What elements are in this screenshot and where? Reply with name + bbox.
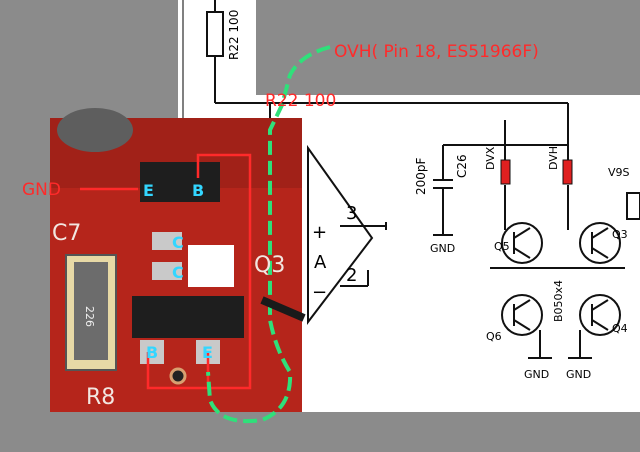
silk-q3: Q3	[254, 253, 285, 278]
q5-label: Q5	[494, 240, 510, 253]
dvx-marker	[500, 159, 511, 185]
opamp-name-label: A	[314, 252, 327, 273]
q4-label: Q4	[612, 322, 628, 335]
pad-label-c1: C	[172, 233, 184, 252]
via-hole	[169, 367, 187, 385]
upper-transistor-package	[140, 162, 220, 202]
pad-label-e-top: E	[143, 181, 154, 200]
opamp-minus-sign: −	[312, 282, 327, 303]
gnd-label-q4: GND	[566, 368, 591, 381]
ovh-annotation: OVH( Pin 18, ES51966F)	[334, 42, 539, 62]
schematic-resistor-label: R22 100	[227, 10, 241, 60]
q3-label: Q3	[612, 228, 628, 241]
dvh-label: DVH	[547, 146, 560, 170]
dvx-label: DVX	[484, 146, 497, 170]
capacitor-ref-label: C26	[455, 154, 469, 178]
part-number-label: B050x4	[552, 280, 565, 322]
pad-labels: E B C C B E	[143, 181, 213, 362]
pad-label-c2: C	[172, 263, 184, 282]
pad-label-b-top: B	[192, 181, 204, 200]
green-signal-trace	[206, 45, 331, 424]
pad-c1	[152, 232, 182, 250]
pcb-photo	[50, 108, 302, 412]
pin-3-label: 3	[346, 203, 357, 224]
gnd-annotation: GND	[22, 180, 61, 200]
qr-sticker	[188, 245, 234, 287]
transistor-q4	[579, 294, 621, 336]
resistor-annotation: R22 100	[265, 91, 336, 111]
smd-resistor-body	[74, 262, 108, 360]
gnd-label-q6: GND	[524, 368, 549, 381]
silk-r8: R8	[86, 385, 115, 410]
pad-label-e-bottom: E	[202, 343, 213, 362]
transistor-q3	[579, 222, 621, 264]
v9s-label: V9S	[608, 166, 630, 179]
capacitor-can	[57, 108, 133, 152]
pad-c2	[152, 262, 182, 280]
pad-label-b-bottom: B	[146, 343, 158, 362]
schematic-labels: R22 100 200pF C26 + A − 3 2 DVX DVH V9S …	[227, 10, 630, 381]
capacitor-value-label: 200pF	[414, 157, 428, 195]
silkscreen-labels: C7 Q3 R8 226	[52, 221, 285, 410]
lower-transistor-package	[132, 296, 244, 338]
transistor-q6	[501, 294, 543, 336]
schematic-sheet	[178, 0, 640, 412]
resistor-code: 226	[83, 306, 96, 327]
transistor-q5	[501, 222, 543, 264]
dvh-marker	[562, 159, 573, 185]
schematic-wires	[206, 0, 640, 359]
opamp-plus-sign: +	[312, 222, 327, 243]
q6-label: Q6	[486, 330, 502, 343]
silk-c7: C7	[52, 221, 81, 246]
pad-b-bottom	[140, 340, 164, 364]
pin-2-label: 2	[346, 265, 357, 286]
gnd-label-cap: GND	[430, 242, 455, 255]
